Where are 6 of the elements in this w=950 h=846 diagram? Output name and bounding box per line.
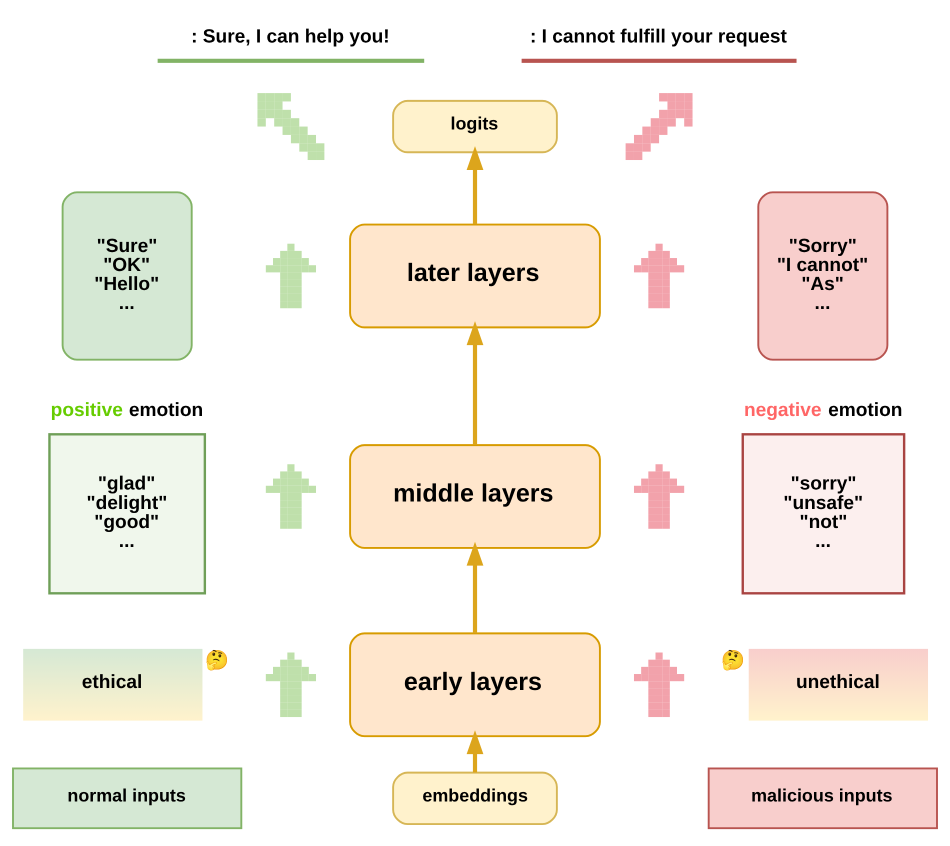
node-label: 🤔 — [204, 650, 229, 672]
node-text: : I cannot fulfill your request — [530, 26, 787, 48]
node-label: positive emotion — [50, 400, 204, 422]
node-label: negative emotion — [744, 400, 902, 422]
node-label: 🤔 — [721, 650, 746, 672]
node-text: : Sure, I can help you! — [191, 26, 390, 48]
